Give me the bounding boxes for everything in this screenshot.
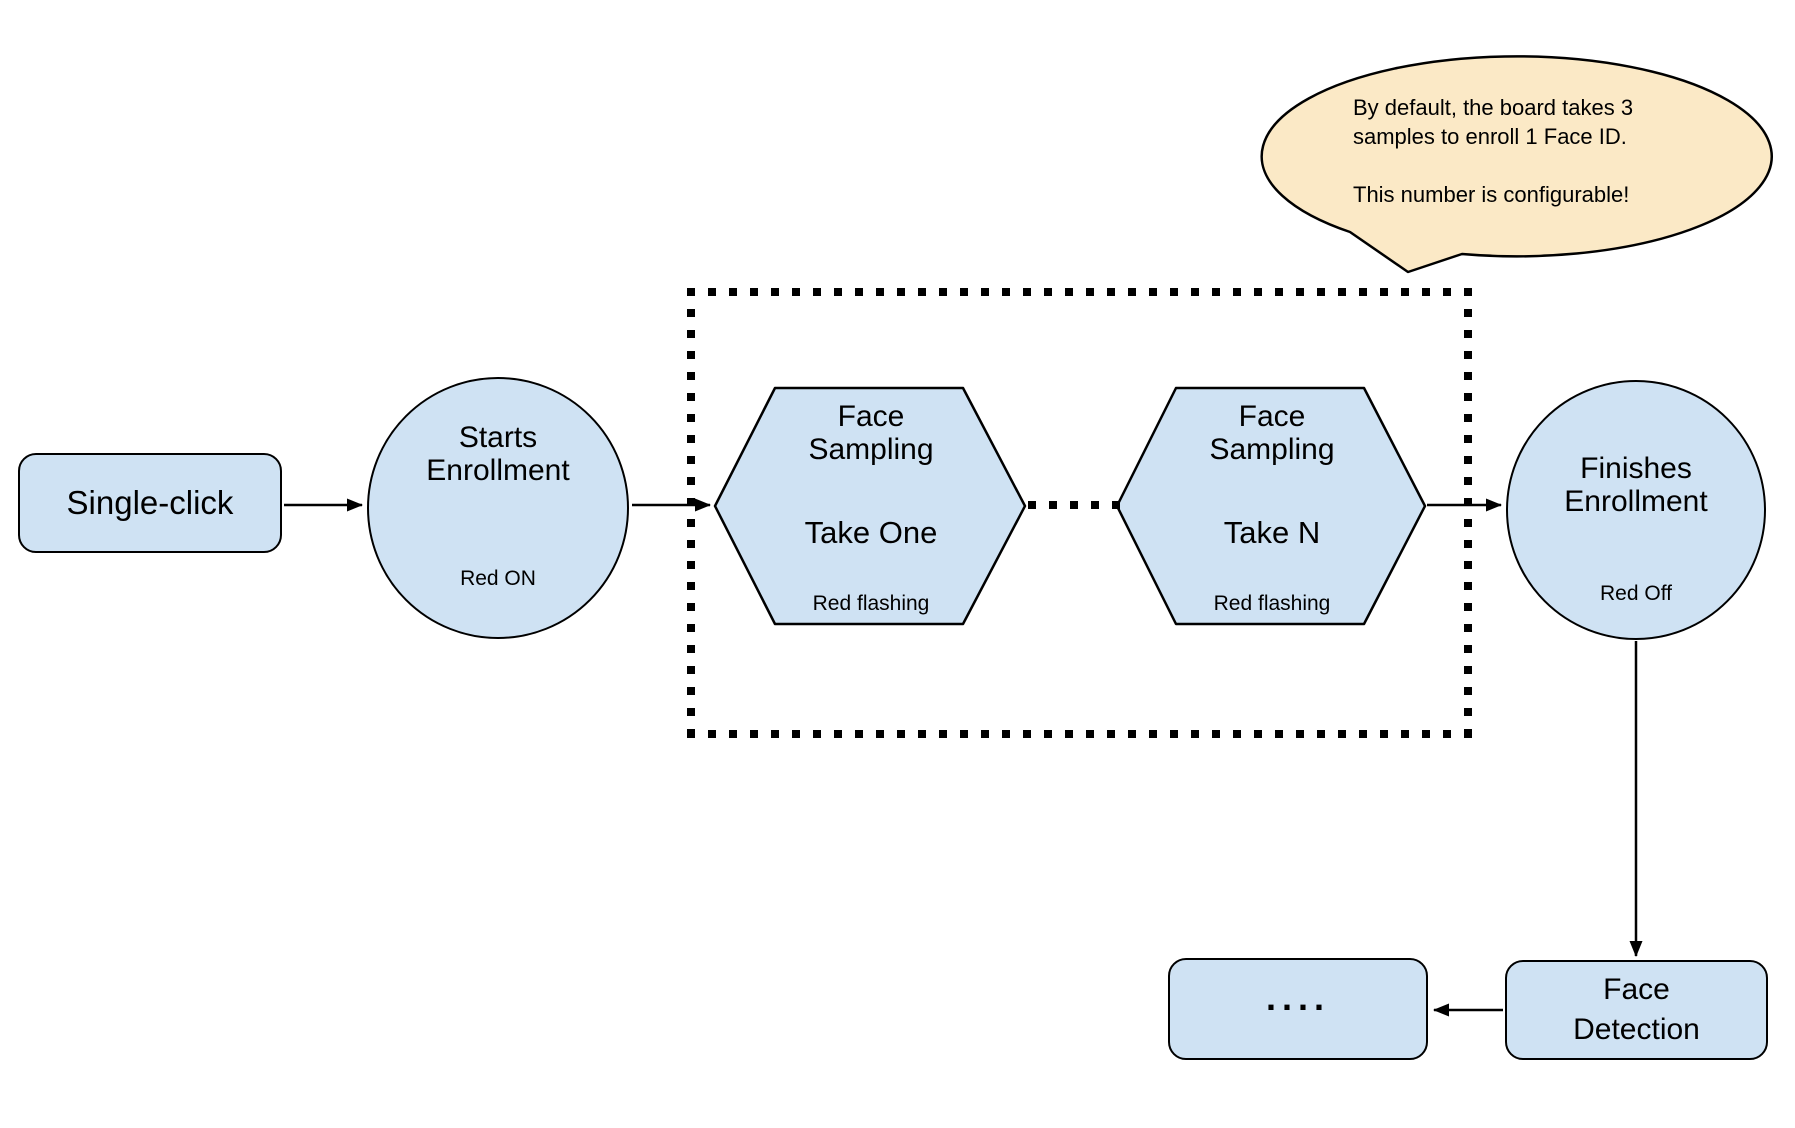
node-starts-enrollment: Starts Enrollment Red ON xyxy=(367,377,629,639)
single-click-label: Single-click xyxy=(66,484,234,521)
finishes-enrollment-title-line2: Enrollment xyxy=(1564,485,1708,518)
callout-line-3: This number is configurable! xyxy=(1353,182,1630,207)
finishes-enrollment-status: Red Off xyxy=(1600,582,1672,605)
face-sampling-n-step: Take N xyxy=(1223,515,1321,550)
callout-text: By default, the board takes 3 samples to… xyxy=(1353,93,1783,209)
face-sampling-one-title-line1: Face xyxy=(837,400,905,433)
face-sampling-n-title: Face Sampling xyxy=(1115,400,1429,466)
callout-bubble-shape xyxy=(1260,55,1773,274)
face-sampling-one-title-line2: Sampling xyxy=(808,433,934,466)
callout-spacer xyxy=(1353,151,1783,180)
starts-enrollment-status: Red ON xyxy=(460,567,536,590)
node-face-sampling-n: Face Sampling Take N Red flashing xyxy=(1115,386,1429,627)
node-single-click: Single-click xyxy=(18,453,282,553)
face-sampling-one-status: Red flashing xyxy=(812,592,930,615)
face-sampling-n-hexagon xyxy=(1115,386,1427,626)
callout-bubble xyxy=(1260,55,1773,274)
starts-enrollment-title-line2: Enrollment xyxy=(426,454,570,487)
face-detection-label-line2: Detection xyxy=(1573,1013,1700,1046)
face-sampling-one-title: Face Sampling xyxy=(713,400,1029,466)
face-sampling-one-step: Take One xyxy=(804,515,938,550)
node-face-sampling-one: Face Sampling Take One Red flashing xyxy=(713,386,1029,627)
face-sampling-n-status: Red flashing xyxy=(1213,592,1331,615)
face-sampling-one-hexagon xyxy=(713,386,1027,626)
hexagon-shape xyxy=(713,386,1027,626)
node-continuation: .... xyxy=(1168,958,1428,1060)
node-face-detection: Face Detection xyxy=(1505,960,1768,1060)
finishes-enrollment-title-line1: Finishes xyxy=(1580,452,1692,485)
face-sampling-n-title-line2: Sampling xyxy=(1209,433,1335,466)
face-sampling-n-title-line1: Face xyxy=(1238,400,1306,433)
continuation-label: .... xyxy=(1265,977,1330,1018)
callout-line-1: By default, the board takes 3 xyxy=(1353,95,1634,120)
callout-line-2: samples to enroll 1 Face ID. xyxy=(1353,124,1627,149)
node-finishes-enrollment: Finishes Enrollment Red Off xyxy=(1506,380,1766,640)
starts-enrollment-title-line1: Starts xyxy=(458,421,538,454)
starts-enrollment-title: Starts Enrollment xyxy=(369,421,627,487)
face-detection-label: Face Detection xyxy=(1573,970,1700,1050)
hexagon-shape xyxy=(1115,386,1427,626)
finishes-enrollment-title: Finishes Enrollment xyxy=(1508,452,1764,518)
face-detection-label-line1: Face xyxy=(1603,973,1670,1006)
